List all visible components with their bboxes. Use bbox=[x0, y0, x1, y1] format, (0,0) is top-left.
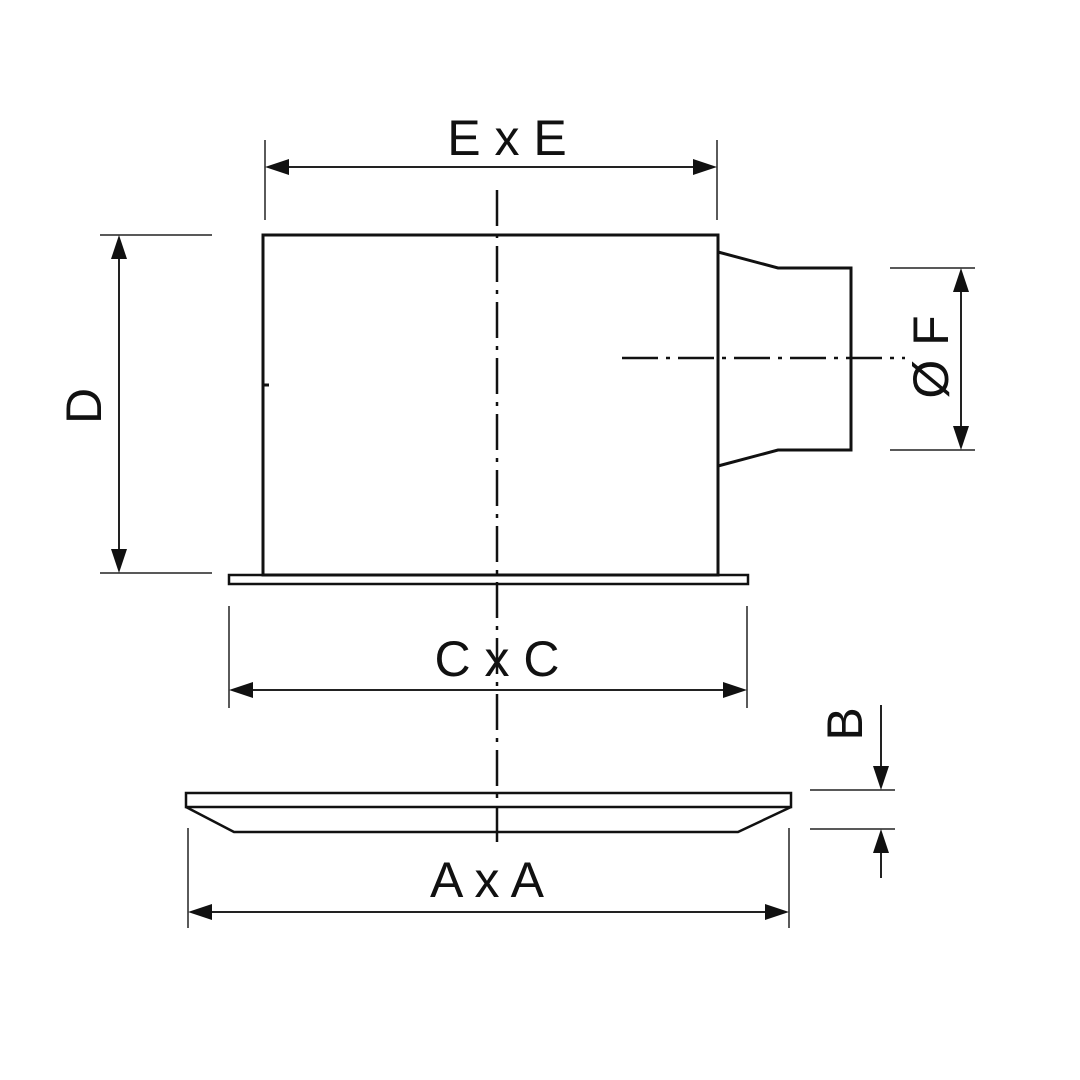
dimension-e bbox=[264, 140, 718, 220]
grille-plate bbox=[184, 791, 793, 834]
label-height: D bbox=[56, 388, 112, 424]
dimension-f bbox=[890, 267, 975, 451]
housing-body bbox=[261, 233, 720, 577]
dimension-d bbox=[100, 234, 212, 574]
label-duct-diameter: Ø F bbox=[903, 315, 959, 398]
label-top-width: E x E bbox=[447, 110, 566, 166]
mounting-flange bbox=[227, 573, 750, 586]
dimension-a bbox=[187, 828, 790, 928]
label-flange-width: C x C bbox=[435, 631, 560, 687]
dimension-b bbox=[810, 705, 895, 878]
dimension-c bbox=[228, 606, 748, 708]
label-grille-width: A x A bbox=[430, 852, 545, 908]
label-grille-thickness: B bbox=[817, 707, 873, 740]
